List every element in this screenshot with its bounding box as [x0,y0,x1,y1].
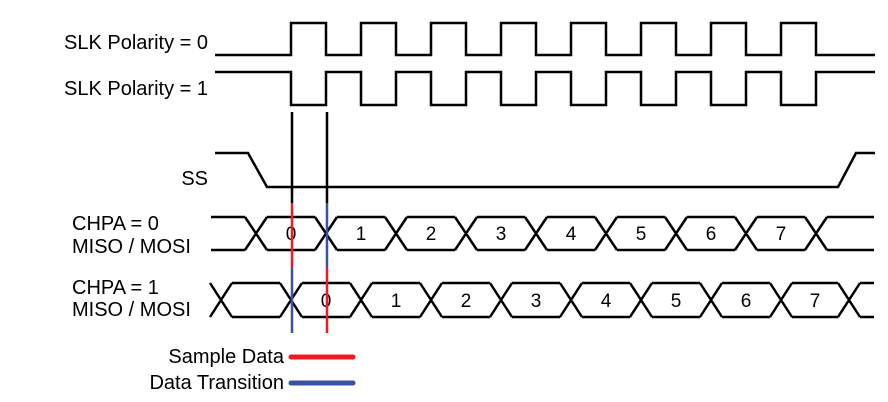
chpa0-bit-3: 3 [496,224,507,245]
chpa0-bit-1: 1 [356,224,367,245]
chpa1-bit-2: 2 [461,291,472,312]
clock-polarity-1-label: SLK Polarity = 1 [64,78,208,100]
chpa1-bus-waveform [208,281,874,319]
chpa0-bit-7: 7 [776,224,787,245]
clock-polarity-0-waveform [215,21,875,57]
ss-waveform [215,151,875,189]
chpa1-label: CHPA = 1 [72,277,159,299]
chpa1-bit-4: 4 [601,291,612,312]
chpa0-label: CHPA = 0 [72,213,159,235]
chpa1-bit-5: 5 [671,291,682,312]
clock-polarity-0-label: SLK Polarity = 0 [64,32,208,54]
chpa0-miso-mosi-label: MISO / MOSI [72,236,191,258]
clock-polarity-1-waveform [215,70,875,107]
legend-transition-label: Data Transition [149,372,284,394]
ss-label: SS [181,168,208,190]
chpa0-bit-6: 6 [706,224,717,245]
chpa0-bus-waveform [211,215,874,252]
chpa1-bit-6: 6 [741,291,752,312]
chpa0-bit-4: 4 [566,224,577,245]
legend-sample-label: Sample Data [168,346,284,368]
chpa1-bit-1: 1 [391,291,402,312]
chpa0-bit-5: 5 [636,224,647,245]
chpa1-miso-mosi-label: MISO / MOSI [72,299,191,321]
chpa0-bit-2: 2 [426,224,437,245]
chpa1-bit-3: 3 [531,291,542,312]
chpa1-bit-7: 7 [810,291,821,312]
